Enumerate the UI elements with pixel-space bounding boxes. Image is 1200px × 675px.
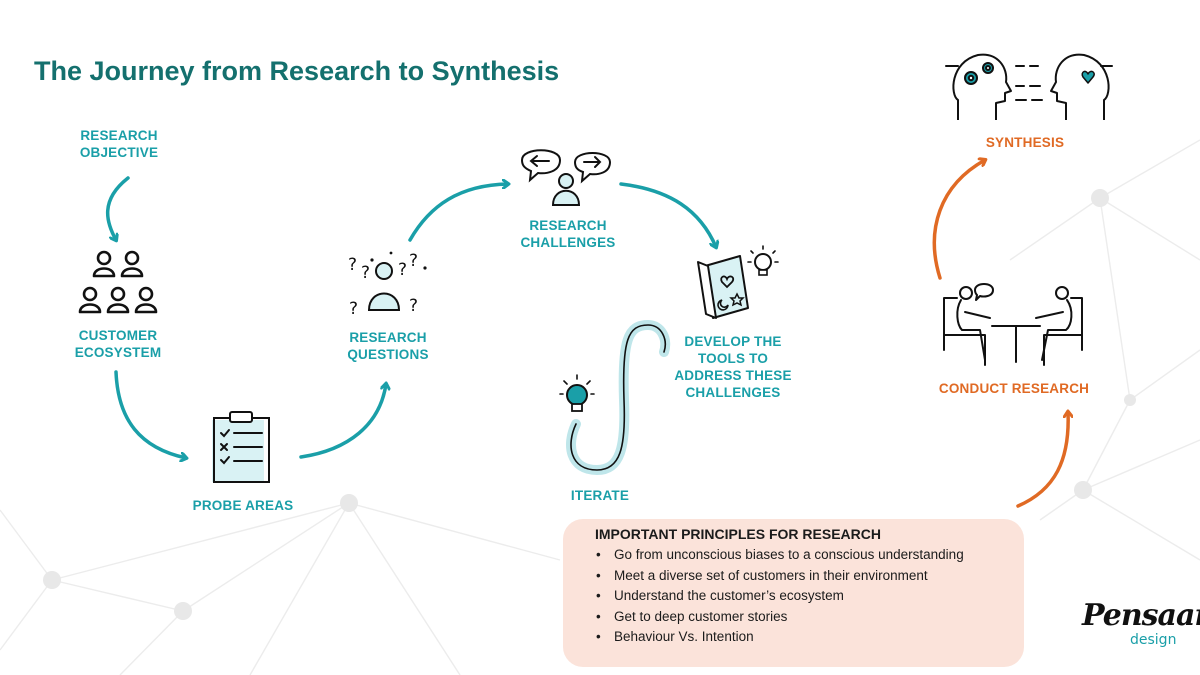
pensaar-logo: Pensaar design [1080, 598, 1200, 654]
principles-box: IMPORTANT PRINCIPLES FOR RESEARCH •Go fr… [563, 519, 1024, 667]
page-title: The Journey from Research to Synthesis [34, 56, 560, 86]
arrow-conduct-to-synthesis [932, 160, 985, 280]
svg-text:?: ? [361, 263, 370, 283]
people-group-icon [78, 250, 158, 314]
card-lightbulb-icon [697, 245, 779, 319]
svg-text:?: ? [349, 299, 358, 319]
svg-text:?: ? [398, 260, 407, 280]
logo-wordmark: Pensaar [1082, 598, 1200, 633]
arrow-probe-to-questions [299, 384, 386, 459]
two-people-table-icon [943, 283, 1083, 366]
label-research-objective: RESEARCH OBJECTIVE [79, 128, 159, 160]
label-research-questions: RESEARCH QUESTIONS [347, 330, 429, 362]
label-iterate: ITERATE [570, 488, 630, 503]
lightbulb-icon [559, 374, 595, 412]
svg-text:?: ? [409, 296, 418, 316]
logo-subtitle: design [1130, 632, 1177, 648]
principle-item: •Behaviour Vs. Intention [596, 629, 754, 645]
svg-text:?: ? [348, 255, 357, 275]
principle-item: •Get to deep customer stories [596, 608, 788, 624]
person-arrows-icon [520, 149, 612, 206]
label-probe-areas: PROBE AREAS [192, 498, 294, 513]
person-questions-icon: ??? ??? [348, 251, 427, 319]
arrow-challenges-to-tools [619, 182, 716, 247]
arrow-principles-to-conduct [1016, 412, 1068, 508]
principle-item: •Meet a diverse set of customers in thei… [596, 567, 928, 583]
label-conduct-research: CONDUCT RESEARCH [938, 381, 1090, 396]
arrow-objective-to-ecosystem [105, 176, 130, 240]
principle-item: •Go from unconscious biases to a conscio… [596, 547, 964, 562]
clipboard-checklist-icon [212, 411, 270, 483]
label-research-challenges: RESEARCH CHALLENGES [520, 218, 616, 250]
arrow-ecosystem-to-probe [114, 370, 186, 458]
principle-item: •Understand the customer’s ecosystem [596, 588, 844, 604]
svg-text:?: ? [409, 251, 418, 271]
label-customer-ecosystem: CUSTOMER ECOSYSTEM [74, 328, 162, 360]
principles-list: •Go from unconscious biases to a conscio… [596, 545, 964, 648]
arrow-questions-to-challenges [408, 184, 508, 242]
label-synthesis: SYNTHESIS [985, 135, 1065, 150]
label-develop-tools: DEVELOP THE TOOLS TO ADDRESS THESE CHALL… [674, 334, 792, 400]
two-heads-icon [945, 53, 1113, 120]
principles-title: IMPORTANT PRINCIPLES FOR RESEARCH [595, 526, 881, 542]
